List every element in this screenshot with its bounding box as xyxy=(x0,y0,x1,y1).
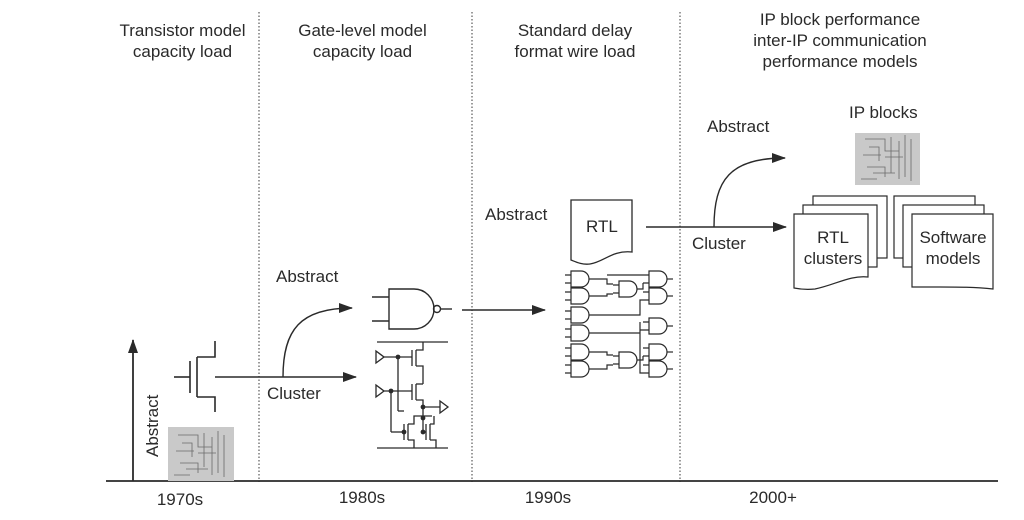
rtl-document-icon xyxy=(570,199,633,265)
rtl-clusters-label: RTL clusters xyxy=(803,228,863,268)
abstract-label-2000s: Abstract xyxy=(707,117,770,136)
cluster-label-2000s: Cluster xyxy=(692,234,746,253)
and-gate-input-2 xyxy=(570,287,590,305)
nand-gate-icon xyxy=(372,288,452,330)
and-gate-mid-2 xyxy=(618,351,638,369)
rtl-doc-label: RTL xyxy=(586,217,618,236)
abstract-arrow-2000s xyxy=(713,153,786,228)
abstract-arrow-1980s xyxy=(282,303,353,378)
column-dividers xyxy=(258,12,681,482)
and-gate-input-3 xyxy=(570,306,590,324)
schematic-junctions xyxy=(388,354,426,435)
ip-blocks-label: IP blocks xyxy=(849,103,918,122)
header-2000s: IP block performance inter-IP communicat… xyxy=(753,10,927,71)
software-models-stack xyxy=(893,195,994,290)
and-gate-mid-1 xyxy=(618,280,638,298)
and-gate-out-1 xyxy=(648,270,668,288)
header-1980s: Gate-level model capacity load xyxy=(298,21,427,61)
rtl-clusters-doc xyxy=(793,213,869,291)
rtl-clusters-stack xyxy=(793,195,888,291)
abstract-label-1990s: Abstract xyxy=(485,205,548,224)
and-gate-out-4 xyxy=(648,343,668,361)
era-label-1970s: 1970s xyxy=(156,490,204,509)
gate-network-icon xyxy=(565,270,673,378)
era-label-2000s: 2000+ xyxy=(749,488,797,507)
and-gate-out-2 xyxy=(648,287,668,305)
cluster-label-1980s: Cluster xyxy=(267,384,321,403)
era-label-1980s: 1980s xyxy=(338,488,386,507)
header-1990s: Standard delay format wire load xyxy=(514,21,636,61)
and-gate-input-6 xyxy=(570,360,590,378)
software-models-doc xyxy=(911,213,994,290)
chip-layout-image-ip-blocks xyxy=(855,133,920,185)
era-label-1990s: 1990s xyxy=(524,488,572,507)
chip-layout-image-1970s xyxy=(168,427,234,481)
software-models-label: Software models xyxy=(919,228,987,268)
and-gate-out-3 xyxy=(648,317,668,335)
axis-abstract-label: Abstract xyxy=(143,394,162,457)
header-1970s: Transistor model capacity load xyxy=(119,21,246,61)
and-gate-input-5 xyxy=(570,343,590,361)
and-gate-out-5 xyxy=(648,360,668,378)
and-gate-input-1 xyxy=(570,270,590,288)
and-gate-input-4 xyxy=(570,324,590,342)
transistor-icon xyxy=(174,341,216,412)
abstract-label-1980s: Abstract xyxy=(276,267,339,286)
cmos-schematic-icon xyxy=(375,341,450,449)
